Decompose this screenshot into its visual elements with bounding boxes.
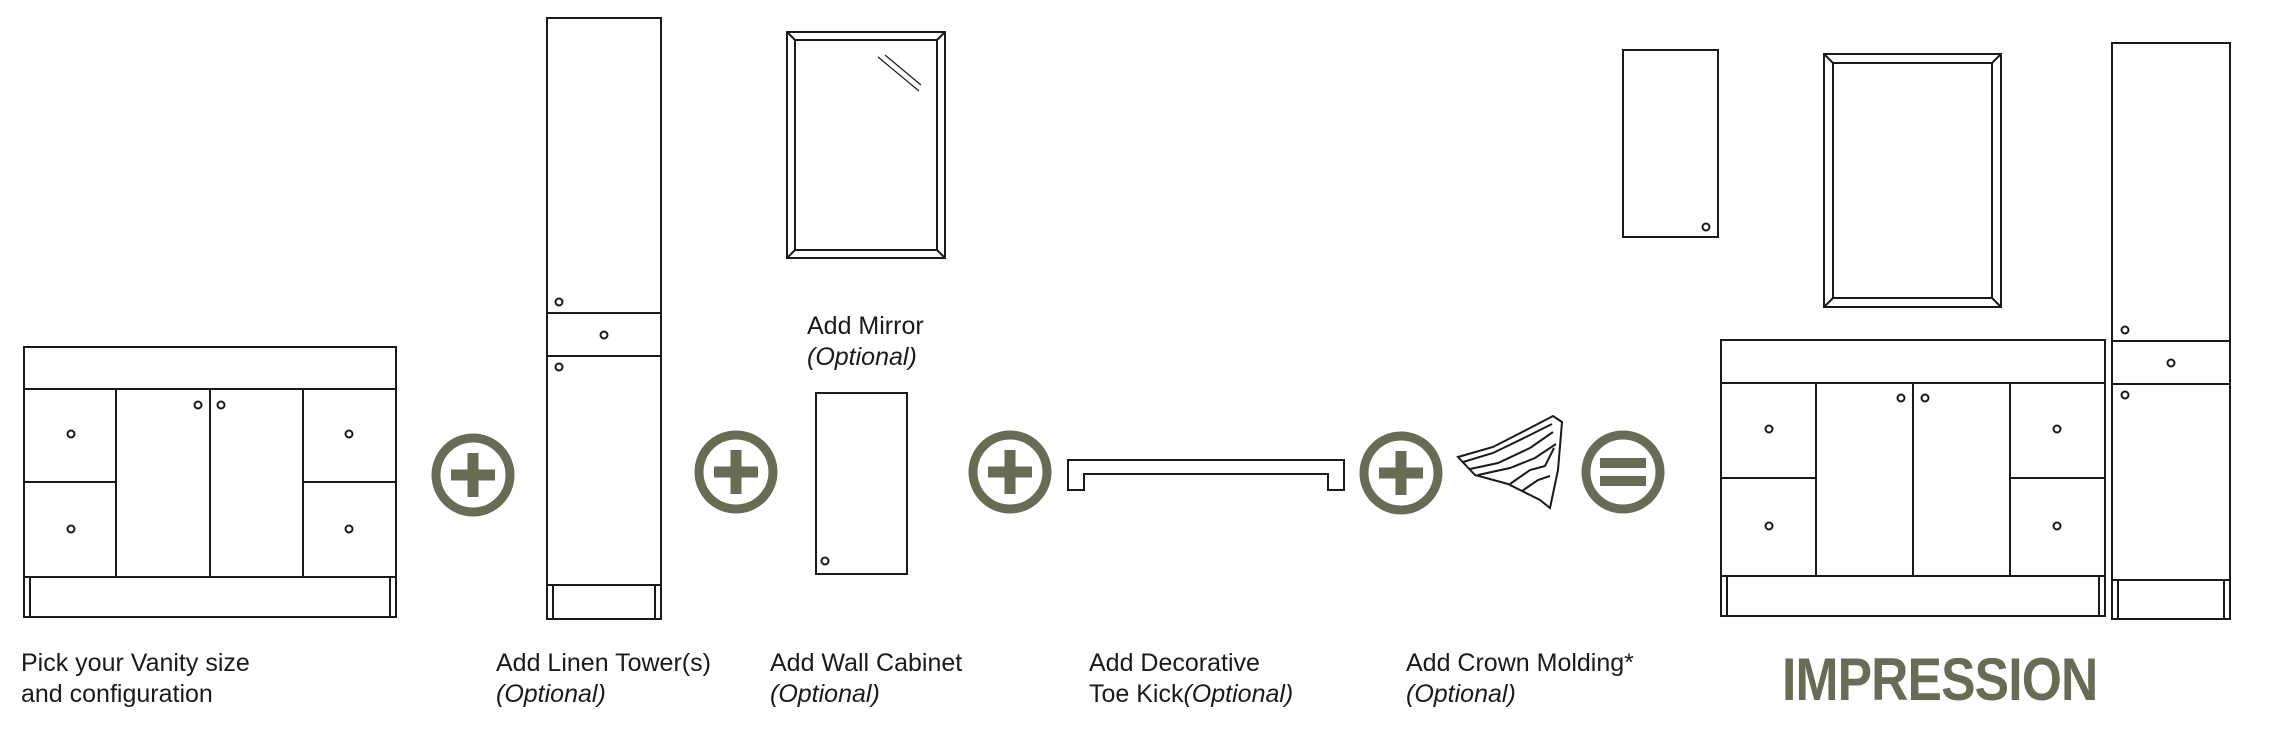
step-label-line2: Toe Kick	[1089, 680, 1184, 708]
mirror-label-optional: (Optional)	[807, 343, 917, 371]
plus-icon	[968, 430, 1052, 514]
mirror-label-title: Add Mirror	[807, 312, 924, 340]
step-label-optional: (Optional)	[1406, 680, 1516, 708]
step-label-line1: Add Crown Molding*	[1406, 649, 1634, 677]
brand-logo: IMPRESSION	[1782, 646, 2098, 713]
step-label-toe-kick: Add Decorative Toe Kick(Optional)	[1089, 648, 1293, 710]
step-label-line2: and configuration	[21, 680, 213, 708]
step-label-line1: Add Linen Tower(s)	[496, 649, 711, 677]
step-label-vanity: Pick your Vanity size and configuration	[21, 648, 250, 710]
step-label-optional: (Optional)	[496, 680, 606, 708]
wall-cabinet-illustration	[815, 392, 908, 575]
step-label-line2-wrap: Toe Kick(Optional)	[1089, 679, 1293, 710]
plus-icon	[431, 433, 515, 517]
step-label-optional: (Optional)	[770, 680, 880, 708]
step-label-line1: Add Wall Cabinet	[770, 649, 963, 677]
step-label-line1: Pick your Vanity size	[21, 649, 250, 677]
mirror-illustration	[786, 31, 946, 259]
vanity-illustration	[23, 346, 397, 618]
assembled-vanity-illustration	[1622, 42, 2231, 620]
step-label-crown-molding: Add Crown Molding* (Optional)	[1406, 648, 1634, 710]
plus-icon	[694, 430, 778, 514]
equals-icon	[1581, 430, 1665, 514]
mirror-label: Add Mirror (Optional)	[807, 311, 924, 373]
crown-molding-illustration	[1456, 414, 1564, 510]
step-label-linen-tower: Add Linen Tower(s) (Optional)	[496, 648, 711, 710]
step-label-optional: (Optional)	[1183, 680, 1294, 708]
linen-tower-illustration	[546, 17, 662, 620]
toe-kick-illustration	[1067, 459, 1345, 491]
step-label-line1: Add Decorative	[1089, 649, 1260, 677]
step-label-wall-cabinet: Add Wall Cabinet (Optional)	[770, 648, 962, 710]
plus-icon	[1359, 431, 1443, 515]
